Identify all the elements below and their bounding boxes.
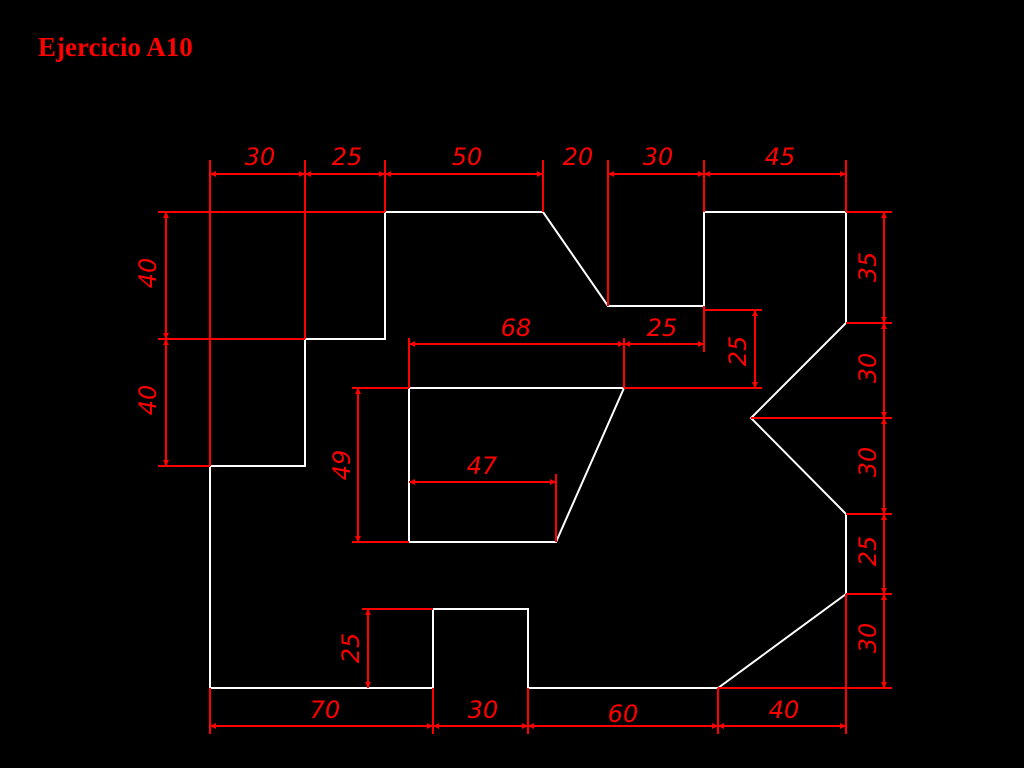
dim-notch-height: 25: [337, 633, 365, 664]
dim-inner-height: 49: [328, 450, 356, 481]
dimension-labels-top: 30 25 50 20 30 45: [245, 143, 796, 171]
dim-top-5: 30: [643, 143, 674, 171]
dim-inner-depth: 25: [724, 336, 752, 367]
dim-right-1: 35: [854, 252, 882, 283]
dimension-labels-inner: 68 25 25 49 47 25: [328, 314, 752, 663]
dimension-labels-right: 35 30 30 25 30: [854, 252, 882, 654]
dimension-geometry: [158, 160, 892, 734]
dim-top-3: 50: [452, 143, 483, 171]
dim-right-5: 30: [854, 623, 882, 654]
dim-inner-width-top: 68: [501, 314, 532, 342]
dimension-labels-bottom: 70 30 60 40: [310, 696, 800, 728]
dim-right-3: 30: [854, 447, 882, 478]
dim-bottom-1: 70: [310, 696, 341, 724]
inner-cutout: [408, 387, 626, 543]
dim-left-1: 40: [134, 258, 162, 289]
dim-right-2: 30: [854, 353, 882, 384]
dim-top-1: 30: [245, 143, 276, 171]
dim-bottom-3: 60: [608, 700, 639, 728]
dimension-labels-left: 40 40: [134, 258, 162, 416]
dim-top-6: 45: [765, 143, 796, 171]
drawing-title: Ejercicio A10: [38, 32, 193, 62]
dim-left-2: 40: [134, 385, 162, 416]
dim-inner-offset: 25: [647, 314, 678, 342]
dim-top-2: 25: [332, 143, 363, 171]
dim-top-4: 20: [563, 143, 594, 171]
dim-inner-width-bottom: 47: [467, 452, 498, 480]
dim-bottom-2: 30: [468, 696, 499, 724]
dim-right-4: 25: [854, 536, 882, 567]
dim-bottom-4: 40: [769, 696, 800, 724]
